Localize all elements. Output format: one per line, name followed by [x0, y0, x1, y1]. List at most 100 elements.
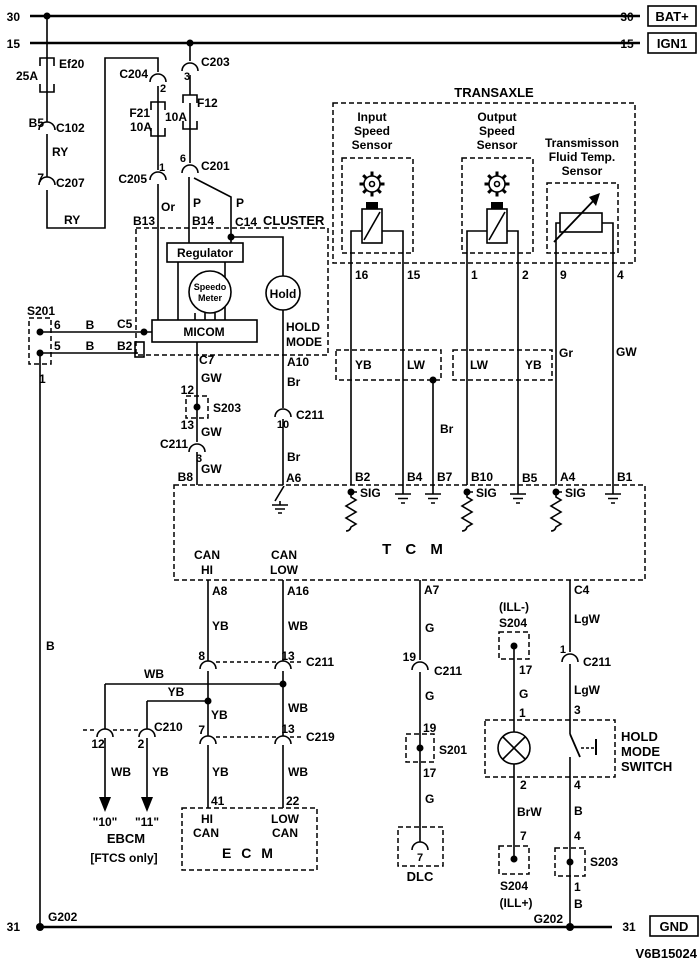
pin-13-label: 13 [281, 722, 295, 736]
wire-brw-label: BrW [517, 805, 542, 819]
splice-s201-label: S201 [27, 304, 55, 318]
splice-dot-s201 [416, 744, 424, 752]
pin-17-label: 17 [519, 663, 533, 677]
junction-dot [140, 328, 148, 336]
sig-resistor-a4 [549, 491, 563, 532]
connector-c211-pin8-arc [199, 660, 217, 670]
hold-mode-label-line1: HOLD [286, 320, 320, 334]
junction-dots [36, 12, 574, 931]
splice-s204-label: S204 [500, 879, 528, 893]
pin-1-label: 1 [471, 268, 478, 282]
rail-30-label-left: 30 [7, 10, 21, 24]
gear-hub [493, 180, 501, 188]
pin-7-label: 7 [37, 171, 44, 185]
connector-c211-label: C211 [160, 437, 188, 451]
splice-s201-dlc-box [405, 733, 435, 763]
pin-1-label: 1 [560, 644, 566, 656]
wire-gw-label: GW [201, 462, 222, 476]
wire-wb-label: WB [288, 765, 308, 779]
ecm-can-label: CAN [193, 826, 219, 840]
cluster-title: CLUSTER [263, 213, 325, 228]
wire-network [30, 14, 640, 929]
pin-3-label: 3 [184, 71, 190, 83]
wire-gr-label: Gr [559, 346, 573, 360]
wire-b-label: B [86, 339, 95, 353]
bat-tag-box [647, 5, 697, 27]
fuse-f21-label: F21 [129, 106, 150, 120]
splice-s203-mid-box [185, 395, 209, 419]
sig-dot-a4 [552, 488, 560, 496]
ign-tag: IGN1 [657, 36, 687, 51]
gnd-tag: GND [660, 919, 689, 934]
ign-tag-box [647, 32, 697, 54]
sig-label: SIG [476, 486, 497, 500]
hold-indicator-label: Hold [270, 287, 297, 301]
splice-s203-label: S203 [213, 401, 241, 415]
connector-c211-pin13-arc [274, 660, 292, 670]
sig-resistor-b2 [344, 491, 358, 532]
wire-p-label: P [236, 196, 244, 210]
sig-label: SIG [360, 486, 381, 500]
pin-1-label: 1 [519, 706, 526, 720]
ebcm-arrow-11 [141, 797, 153, 812]
connector-dlc-pin7-arc [411, 841, 429, 851]
pin-4-label: 4 [617, 268, 624, 282]
pickup-coil-diagonal [488, 211, 506, 241]
pin-9-label: 9 [560, 268, 567, 282]
switch-blade [569, 733, 581, 758]
output-sensor-pair-box [452, 349, 553, 381]
a6-switch-to-ground [272, 485, 288, 514]
pin-c7-label: C7 [199, 353, 215, 367]
cluster-box [135, 227, 329, 356]
ground-g202-label-left: G202 [48, 910, 78, 924]
hold-mode-switch-label-3: SWITCH [621, 759, 672, 774]
wire-ry-label: RY [64, 213, 80, 227]
ecm-hi-label: HI [201, 812, 213, 826]
splice-dot-s203 [193, 403, 201, 411]
junction-dot [43, 12, 51, 20]
input-speed-sensor-label-3: Sensor [352, 138, 393, 152]
connector-c102-label: C102 [56, 121, 85, 135]
speedometer-label-line1: Speedo [194, 282, 227, 292]
pin-4-label: 4 [574, 778, 581, 792]
pin-17-label: 17 [423, 766, 437, 780]
tcm-block [173, 484, 646, 581]
input-speed-sensor-label-1: Input [357, 110, 386, 124]
wire-yb-label: YB [212, 619, 229, 633]
pin-19-label: 19 [423, 721, 437, 735]
connector-c207-arc [38, 176, 56, 186]
pickup-coil-diagonal [363, 211, 381, 241]
dlc-box [397, 826, 444, 867]
hold-indicator-icon [265, 275, 301, 311]
wire-br-label: Br [440, 422, 454, 436]
pin-4-label: 4 [574, 829, 581, 843]
thermistor-arrowhead [589, 193, 600, 206]
wire-yb-label: YB [152, 765, 169, 779]
pin-c4-label: C4 [574, 583, 590, 597]
wire-ry-label: RY [52, 145, 68, 159]
connector-c211-label: C211 [306, 655, 334, 669]
connector-symbols [38, 62, 579, 851]
power-rails [30, 14, 640, 929]
wire-yb-label: YB [212, 765, 229, 779]
ftcs-note: [FTCS only] [90, 851, 157, 865]
connector-c102-arc [38, 121, 56, 131]
ground-symbol-b4 [395, 485, 411, 504]
pin-a8-label: A8 [212, 584, 228, 598]
cluster-block [134, 227, 329, 358]
pin-22-label: 22 [286, 794, 300, 808]
ebcm-arrow-10 [99, 797, 111, 812]
gear-icon [484, 171, 510, 197]
rail-15-label-left: 15 [7, 37, 21, 51]
pin-c14-label: C14 [235, 215, 257, 229]
tcm-title: T C M [382, 541, 448, 558]
pin-b1-label: B1 [617, 470, 633, 484]
wire-segments [39, 16, 614, 927]
shielded-pair-boxes [335, 349, 553, 381]
pin-b5-label: B5 [29, 116, 45, 130]
wire-yb-label: YB [211, 708, 228, 722]
connector-c219-label: C219 [306, 730, 335, 744]
pin-13-label: 13 [281, 649, 295, 663]
